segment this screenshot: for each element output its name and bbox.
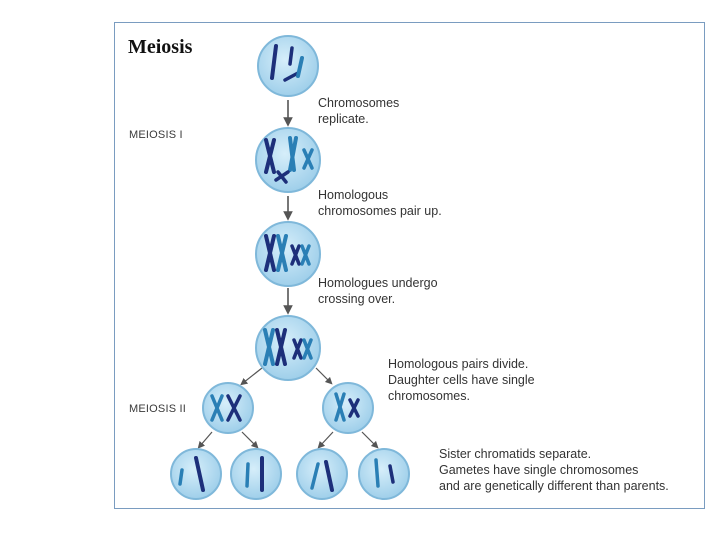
caption-line: Homologues undergo bbox=[318, 276, 438, 290]
caption-line: Homologous bbox=[318, 188, 389, 202]
caption-replicate: Chromosomes replicate. bbox=[318, 95, 399, 127]
arrow-gamete-4 bbox=[361, 431, 379, 449]
caption-line: and are genetically different than paren… bbox=[439, 479, 669, 493]
caption-line: Chromosomes bbox=[318, 96, 400, 110]
cell-replicated bbox=[255, 127, 321, 193]
diagram-title: Meiosis bbox=[128, 36, 193, 58]
cell-gamete-2 bbox=[230, 448, 282, 500]
arrow-gamete-1 bbox=[197, 431, 213, 449]
caption-line: Homologous pairs divide. bbox=[388, 357, 529, 371]
caption-line: chromosomes pair up. bbox=[318, 204, 442, 218]
caption-pair-up: Homologous chromosomes pair up. bbox=[318, 187, 442, 219]
arrow-gamete-2 bbox=[241, 431, 259, 449]
arrow-gamete-3 bbox=[317, 431, 334, 449]
stage-label-meiosis-two: MEIOSIS II bbox=[129, 403, 187, 415]
arrow-split-right bbox=[315, 367, 333, 385]
caption-crossing-over: Homologues undergo crossing over. bbox=[318, 275, 438, 307]
cell-daughter-left bbox=[202, 382, 254, 434]
caption-line: Gametes have single chromosomes bbox=[439, 463, 639, 477]
stage-label-meiosis-one: MEIOSIS I bbox=[129, 129, 183, 141]
caption-line: Daughter cells have single bbox=[388, 373, 535, 387]
cell-paired bbox=[255, 221, 321, 287]
caption-line: replicate. bbox=[318, 112, 369, 126]
caption-line: chromosomes. bbox=[388, 389, 470, 403]
caption-line: crossing over. bbox=[318, 292, 396, 306]
cell-gamete-1 bbox=[170, 448, 222, 500]
cell-gamete-3 bbox=[296, 448, 348, 500]
caption-separate: Sister chromatids separate. Gametes have… bbox=[439, 446, 669, 494]
arrow-split-left bbox=[240, 367, 263, 386]
cell-daughter-right bbox=[322, 382, 374, 434]
cell-gamete-4 bbox=[358, 448, 410, 500]
cell-parent bbox=[257, 35, 319, 97]
cell-crossing-over bbox=[255, 315, 321, 381]
caption-divide: Homologous pairs divide. Daughter cells … bbox=[388, 356, 535, 404]
caption-line: Sister chromatids separate. bbox=[439, 447, 592, 461]
